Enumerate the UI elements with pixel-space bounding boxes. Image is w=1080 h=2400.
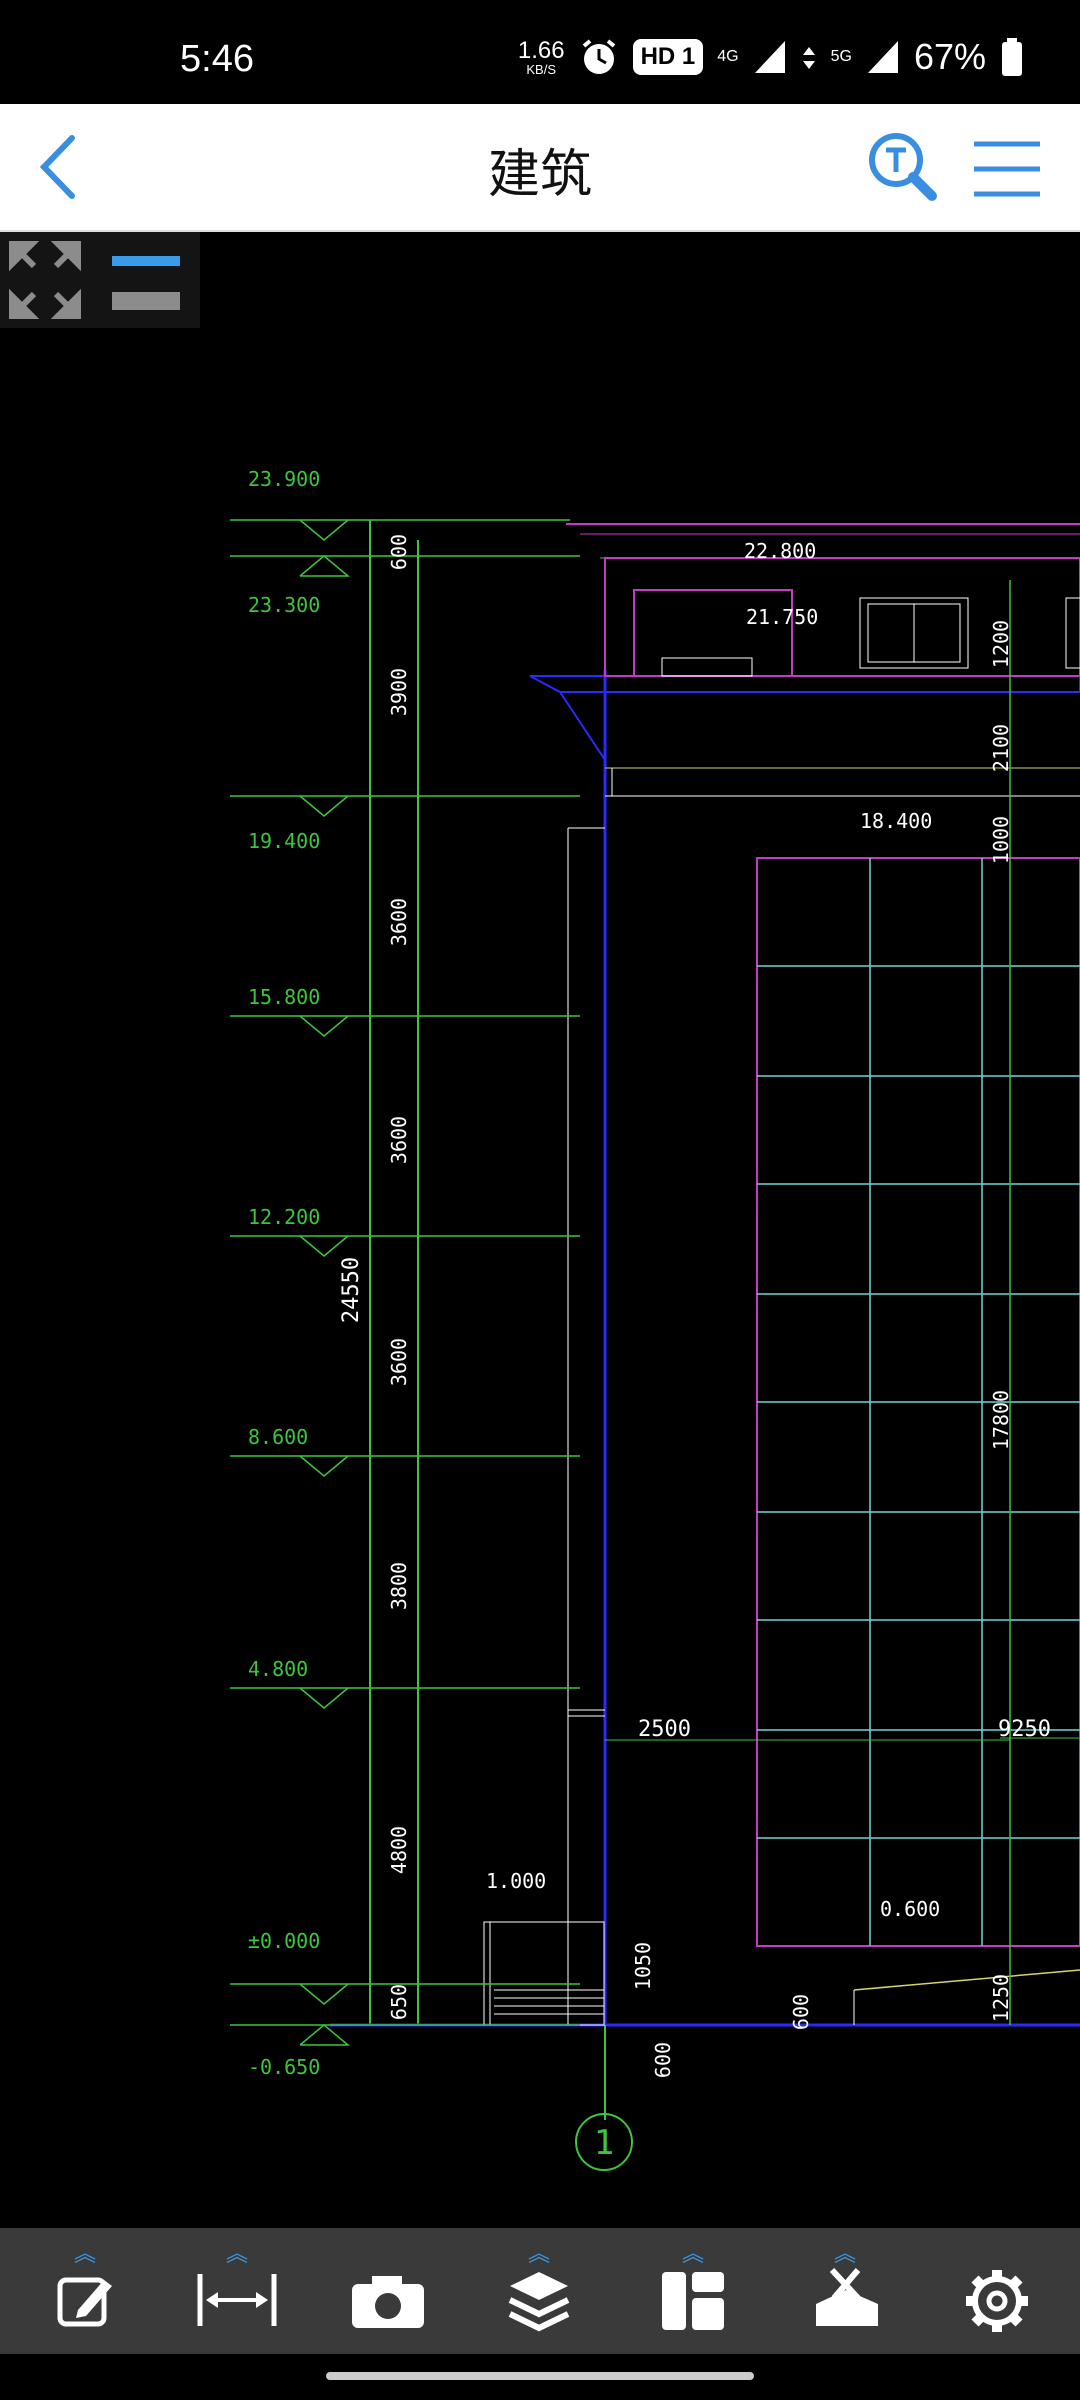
right-dimension-label: 1200 [989,620,1013,668]
alarm-icon [582,39,615,74]
menu-icon [974,141,1040,197]
battery-icon [1002,38,1022,76]
app-bar: 建筑 [0,104,1080,232]
status-bar: 5:46 1.66 KB/S HD 1 4G 5G 67% [0,0,1080,104]
vertical-dimension-label: 650 [387,1984,411,2020]
layout-icon [662,2272,724,2330]
expand-up-icon: ︽ [527,2242,550,2267]
dimension-labels: 23.900 23.300 19.400 15.800 12.200 8.600 4.800… [248,467,1051,2163]
battery-percent: 67% [913,36,986,77]
right-dimension-label: 17800 [989,1390,1013,1450]
small-dimension-label: 600 [651,2042,675,2078]
chevron-left-icon [39,135,75,199]
vertical-dimension-label: 3600 [387,1338,411,1386]
misc-elevation-label: 1.000 [486,1869,546,1893]
layers-icon [508,2272,570,2332]
screenshot-tool-button[interactable] [312,2228,462,2354]
measure-icon [197,2274,277,2326]
elevation-marker [230,1015,580,1037]
fullscreen-toggle-icon[interactable] [0,232,200,328]
home-gesture-handle[interactable] [326,2372,754,2380]
nav-bar [0,2354,1080,2400]
elevation-label: -0.650 [248,2055,320,2079]
page-title: 建筑 [487,145,592,205]
right-dimension-label: 2100 [989,724,1013,772]
edit-icon [57,2277,112,2327]
elevation-label: 23.900 [248,467,320,491]
back-button[interactable] [34,134,84,204]
toolbox-tool-button[interactable]: ︽ [770,2228,920,2354]
vertical-dimension-label: 3900 [387,668,411,716]
top-elevation-label: 18.400 [860,809,932,833]
elevation-marker [230,1983,580,2005]
elevation-label: ±0.000 [248,1929,320,1953]
horizontal-dimension-label: 9250 [998,1717,1051,1742]
measure-tool-button[interactable]: ︽ [162,2228,312,2354]
layout-tool-button[interactable]: ︽ [618,2228,768,2354]
vertical-dimension-label: 600 [387,534,411,570]
elevation-marker [230,795,580,817]
elevation-markers [230,519,580,2046]
axis-label: 1 [594,2123,614,2163]
elevation-marker [230,1235,580,1257]
right-dimension-label: 1250 [989,1974,1013,2022]
misc-elevation-label: 0.600 [880,1897,940,1921]
layers-tool-button[interactable]: ︽ [464,2228,614,2354]
elevation-label: 12.200 [248,1205,320,1229]
expand-up-icon: ︽ [73,2242,96,2267]
elevation-marker [230,2024,580,2046]
camera-icon [352,2276,424,2328]
text-search-icon [869,133,937,201]
settings-tool-button[interactable] [922,2228,1072,2354]
expand-up-icon: ︽ [225,2242,248,2267]
settings-icon [966,2270,1028,2332]
elevation-label: 8.600 [248,1425,308,1449]
status-icons: 1.66 KB/S HD 1 4G 5G 67% [518,36,1024,78]
elevation-label: 4.800 [248,1657,308,1681]
vertical-dimension-label: 3600 [387,898,411,946]
vertical-dimension-label: 4800 [387,1826,411,1874]
data-arrows-icon [802,47,815,69]
small-dimension-label: 600 [789,1994,813,2030]
text-search-button[interactable] [866,130,938,206]
layer-line-icon-1 [112,256,180,266]
drawing-lines [330,520,1080,2171]
small-dimension-label: 1050 [631,1942,655,1990]
right-dimension-label: 1000 [989,816,1013,864]
elevation-label: 19.400 [248,829,320,853]
net-speed-unit: KB/S [526,61,557,77]
elevation-label: 15.800 [248,985,320,1009]
signal-5g-label: 5G [830,48,852,65]
elevation-label: 23.300 [248,593,320,617]
hd-badge: HD 1 [632,39,704,75]
toolbox-icon [816,2267,878,2326]
signal-4g-label: 4G [717,48,739,65]
signal-icon-2 [867,41,898,73]
bottom-toolbar: ︽ ︽ ︽ ︽ [0,2228,1080,2354]
view-toggle-panel [0,232,200,328]
status-time: 5:46 [180,38,254,80]
expand-up-icon: ︽ [681,2242,704,2267]
menu-button[interactable] [972,140,1042,202]
signal-icon [754,41,785,73]
top-elevation-label: 22.800 [744,539,816,563]
layer-line-icon-2 [112,292,180,310]
vertical-dimension-label: 3800 [387,1562,411,1610]
elevation-marker [230,1687,580,1709]
vertical-dimension-label: 3600 [387,1116,411,1164]
horizontal-dimension-label: 2500 [638,1717,691,1742]
net-speed-value: 1.66 [517,36,565,64]
elevation-marker [230,555,580,577]
top-elevation-label: 21.750 [746,605,818,629]
total-height-label: 24550 [339,1257,364,1323]
edit-tool-button[interactable]: ︽ [10,2228,160,2354]
elevation-marker [230,519,570,541]
net-speed: 1.66 KB/S [517,36,565,77]
elevation-marker [230,1455,580,1477]
expand-up-icon: ︽ [833,2242,856,2267]
cad-drawing-canvas[interactable]: 23.900 23.300 19.400 15.800 12.200 8.600 4.800… [0,230,1080,2228]
